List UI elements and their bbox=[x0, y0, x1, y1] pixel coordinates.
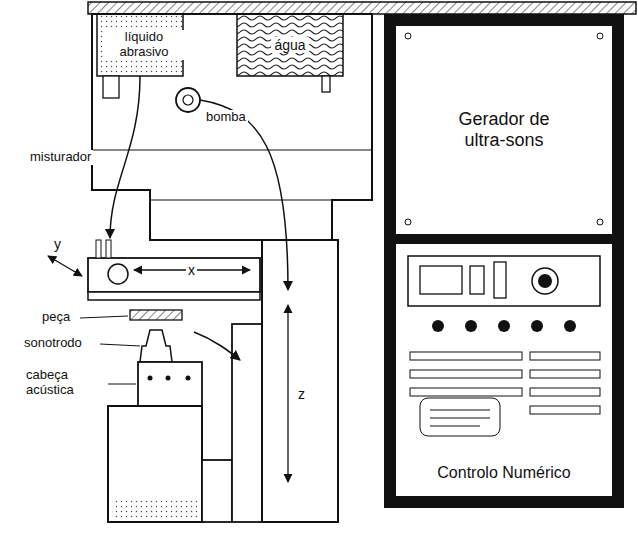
axis-label: y bbox=[52, 236, 63, 252]
part-label: cabeça acústica bbox=[24, 368, 108, 398]
generator-panel: Gerador de ultra-sons bbox=[396, 26, 612, 234]
part-label: bomba bbox=[204, 110, 248, 125]
part-label: misturador bbox=[28, 150, 93, 165]
part-label: sonotrodo bbox=[22, 336, 84, 351]
control-panel: Controlo Numérico bbox=[396, 244, 612, 496]
node-text: Controlo Numérico bbox=[434, 464, 573, 482]
axis-label: z bbox=[296, 386, 307, 402]
tank-box: água bbox=[239, 16, 341, 74]
node-text: água bbox=[271, 37, 308, 53]
axis-label: x bbox=[186, 262, 197, 278]
node-text: Gerador de ultra-sons bbox=[436, 109, 572, 150]
part-label: peça bbox=[40, 310, 72, 325]
tank-box: líquido abrasivo bbox=[99, 16, 189, 74]
node-text: líquido abrasivo bbox=[103, 30, 185, 60]
